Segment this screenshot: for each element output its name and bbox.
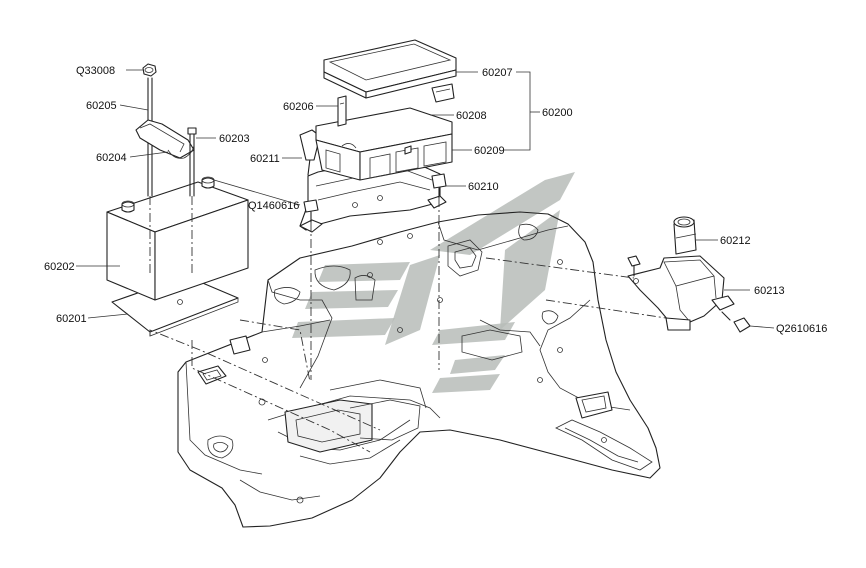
battery [106,176,249,301]
outlet-bracket [627,255,735,331]
alignment-lines [149,196,667,453]
label-60201: 60201 [56,313,87,325]
fuse-box-body [315,107,453,181]
bolt-q1460616 [303,199,319,223]
label-60207: 60207 [482,67,513,79]
label-q33008: Q33008 [76,65,115,77]
hold-down-hardware [135,63,197,197]
label-60206: 60206 [283,101,314,113]
label-60205: 60205 [86,100,117,112]
label-q1460616: Q1460616 [248,200,299,212]
label-q2610616: Q2610616 [776,323,827,335]
label-60208: 60208 [456,110,487,122]
leader-lines [76,69,775,329]
fuse [337,95,347,127]
watermark-logo [292,172,575,393]
bolt-q2610616 [721,311,751,333]
label-60213: 60213 [754,285,785,297]
label-60212: 60212 [720,235,751,247]
label-60211: 60211 [250,153,280,165]
body-floor-panel [177,211,661,528]
label-60204: 60204 [96,152,127,164]
fuse-box-cover [323,39,457,103]
label-60209: 60209 [474,145,505,157]
part-labels: Q33008 60205 60204 60203 Q1460616 60202 … [44,65,827,335]
power-outlet [673,216,697,255]
label-60202: 60202 [44,261,75,273]
label-60203: 60203 [219,133,250,145]
label-60210: 60210 [468,181,499,193]
label-60200: 60200 [542,107,573,119]
